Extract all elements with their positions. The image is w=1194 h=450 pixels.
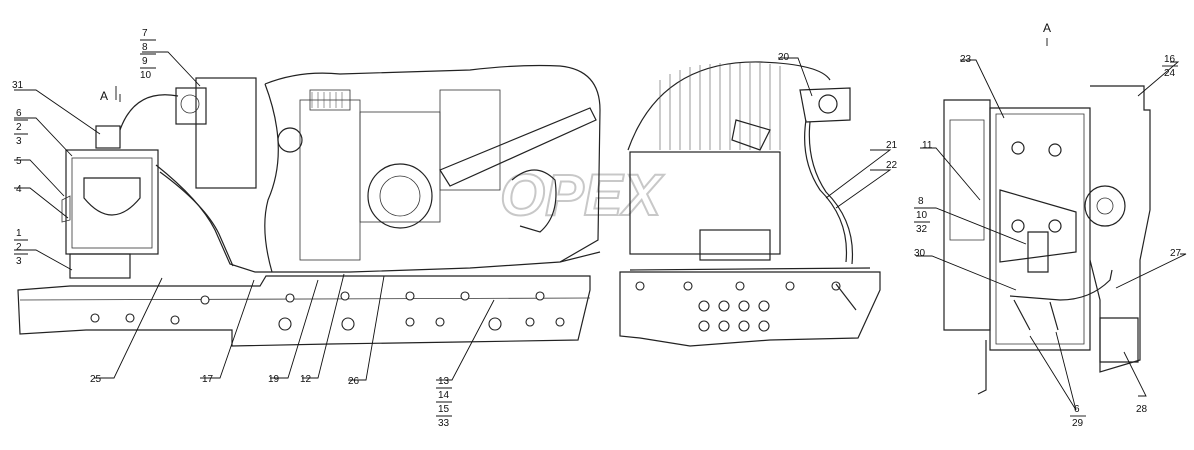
callout-6: 6 [16,108,22,119]
callout-22: 22 [886,160,898,171]
callout-13: 13 [438,376,450,387]
callout-10: 10 [140,70,152,81]
callout-stack-separators [14,39,1178,417]
radiator-assembly [619,61,881,347]
callout-33: 33 [438,418,450,429]
callout-17: 17 [202,374,214,385]
callout-27: 27 [1170,248,1182,259]
callout-2-upper: 2 [16,122,22,133]
callout-19: 19 [268,374,280,385]
callout-9: 9 [142,56,148,67]
callout-31: 31 [12,80,24,91]
relay-unit-top [119,77,601,273]
view-label-a-left: A [100,89,108,103]
view-label-a-right: A [1043,21,1051,35]
callout-11: 11 [922,140,933,151]
callout-16: 16 [1164,54,1176,65]
callout-8-right: 8 [918,196,924,207]
callout-21: 21 [886,140,898,151]
callout-26: 26 [348,376,360,387]
callout-14: 14 [438,390,450,401]
callout-6-right: 6 [1074,404,1080,415]
callout-29: 29 [1072,418,1084,429]
callout-24: 24 [1164,68,1176,79]
right-view-frame [943,85,1151,395]
callout-25: 25 [90,374,102,385]
callout-labels: 7 8 9 10 31 6 2 3 5 4 1 2 3 25 17 19 12 … [12,28,1182,429]
engine-gearbox-block [264,64,601,273]
callout-10-right: 10 [916,210,928,221]
callout-7: 7 [142,28,148,39]
callout-32: 32 [916,224,928,235]
callout-1: 1 [16,228,22,239]
watermark-logo: OPEX [500,163,664,228]
callout-2-lower: 2 [16,242,22,253]
leader-lines [14,51,1187,411]
battery-box [61,125,159,279]
callout-30: 30 [914,248,926,259]
frame-rail-left [17,275,591,347]
callout-8: 8 [142,42,148,53]
callout-28: 28 [1136,404,1148,415]
callout-3-upper: 3 [16,136,22,147]
callout-12: 12 [300,374,312,385]
callout-5: 5 [16,156,22,167]
callout-3-lower: 3 [16,256,22,267]
callout-4: 4 [16,184,22,195]
callout-20: 20 [778,52,790,63]
callout-15: 15 [438,404,450,415]
callout-23: 23 [960,54,972,65]
